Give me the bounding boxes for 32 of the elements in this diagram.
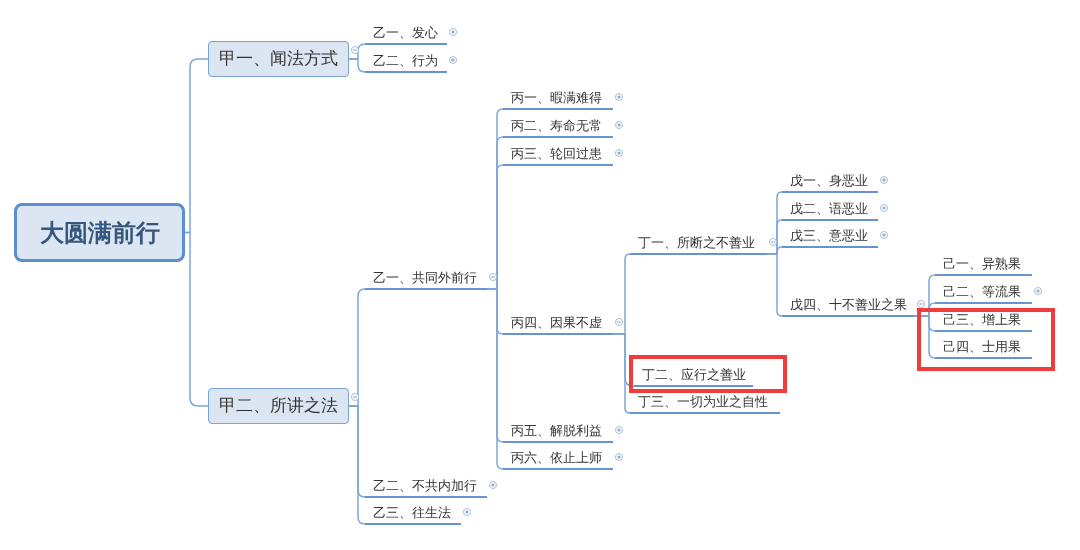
topic-label: 乙一、发心 (365, 25, 447, 45)
topic-label: 丙四、因果不虚 (503, 315, 613, 335)
topic-label: 丁三、一切为业之自性 (630, 394, 780, 414)
connector-line (766, 253, 783, 317)
central-topic-box: 大圆满前行 (14, 203, 185, 262)
topic-label: 乙三、往生法 (365, 505, 461, 525)
connector-line (184, 231, 209, 407)
topic-label: 丙三、轮回过患 (503, 146, 613, 166)
topic-label: 乙二、行为 (365, 53, 447, 73)
connector-line (348, 405, 366, 525)
topic-label: 丙五、解脱利益 (503, 423, 613, 443)
topic-label: 己一、异熟果 (935, 256, 1032, 276)
topic-label: 乙二、不共内加行 (365, 478, 487, 498)
connector-line (348, 58, 366, 73)
topic-label: 己三、增上果 (935, 312, 1032, 332)
topic-label: 戊一、身恶业 (782, 173, 878, 193)
connector-line (612, 333, 631, 414)
main-topic-box: 甲二、所讲之法 (208, 388, 349, 424)
highlight-frame (629, 355, 787, 393)
topic-label: 丙二、寿命无常 (503, 118, 613, 138)
topic-label: 丁二、应行之善业 (634, 367, 753, 387)
topic-label: 戊二、语恶业 (782, 201, 878, 221)
topic-label: 丙六、依止上师 (503, 450, 613, 470)
highlight-frame (917, 308, 1055, 371)
topic-label: 己四、士用果 (935, 339, 1032, 359)
topic-label: 戊三、意恶业 (782, 228, 878, 248)
topic-label: 己二、等流果 (935, 284, 1032, 304)
topic-label: 戊四、十不善业之果 (782, 297, 915, 317)
topic-label: 乙一、共同外前行 (365, 270, 487, 290)
topic-label: 丙一、暇满难得 (503, 90, 613, 110)
main-topic-box: 甲一、闻法方式 (208, 41, 349, 77)
topic-label: 丁一、所断之不善业 (630, 235, 767, 255)
